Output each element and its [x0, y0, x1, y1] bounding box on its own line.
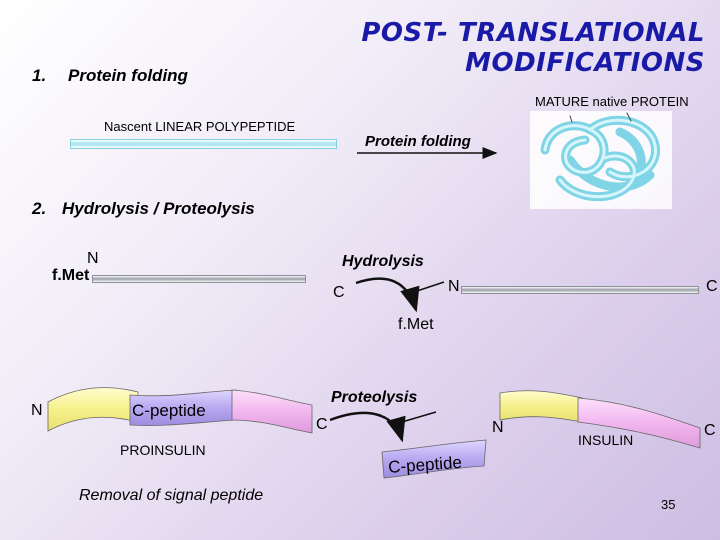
proinsulin-label: PROINSULIN: [120, 442, 206, 458]
released-cpeptide-label: C-peptide: [388, 453, 463, 477]
section2-heading: Hydrolysis / Proteolysis: [62, 199, 255, 218]
hydrolysis-chain-left: [92, 275, 306, 283]
hydrolysis-chain-right: [461, 286, 699, 294]
mature-protein-icon: [530, 111, 672, 209]
proteolysis-n-mid: N: [492, 419, 504, 436]
signal-peptide-note: Removal of signal peptide: [79, 487, 264, 504]
proteolysis-n-left: N: [31, 402, 43, 419]
hydrolysis-n-label: N: [87, 250, 99, 267]
proinsulin-ribbon: [47, 387, 313, 434]
section1-heading: Protein folding: [68, 66, 188, 85]
insulin-ribbon: [499, 390, 701, 449]
proteolysis-c-mid: C: [316, 416, 328, 433]
hydrolysis-c-left: C: [333, 284, 345, 301]
released-cpeptide-ribbon: [381, 439, 487, 479]
cpeptide-label: C-peptide: [132, 401, 206, 420]
hydrolysis-released-fmet: f.Met: [398, 316, 434, 333]
hydrolysis-n-right: N: [448, 278, 460, 295]
nascent-polypeptide-line: [70, 139, 337, 149]
hydrolysis-arrow-label: Hydrolysis: [342, 253, 424, 270]
folding-arrow-label: Protein folding: [365, 133, 471, 150]
section1-number: 1.: [32, 66, 47, 85]
proteolysis-curved-arrow: [329, 411, 406, 443]
hydrolysis-c-right: C: [706, 278, 718, 295]
hydrolysis-branch: [407, 281, 445, 295]
proteolysis-c-right: C: [704, 422, 716, 439]
hydrolysis-fmet-label: f.Met: [52, 267, 90, 284]
section2-number: 2.: [32, 199, 47, 218]
hydrolysis-curved-arrow: [355, 277, 420, 313]
page-number: 35: [661, 497, 676, 512]
slide-title: POST- TRANSLATIONAL MODIFICATIONS: [361, 18, 705, 78]
proteolysis-arrow-label: Proteolysis: [331, 389, 418, 406]
proteolysis-branch: [394, 411, 437, 425]
mature-protein-label: MATURE native PROTEIN: [535, 94, 689, 109]
insulin-label: INSULIN: [578, 432, 634, 448]
nascent-polypeptide-label: Nascent LINEAR POLYPEPTIDE: [104, 119, 296, 134]
